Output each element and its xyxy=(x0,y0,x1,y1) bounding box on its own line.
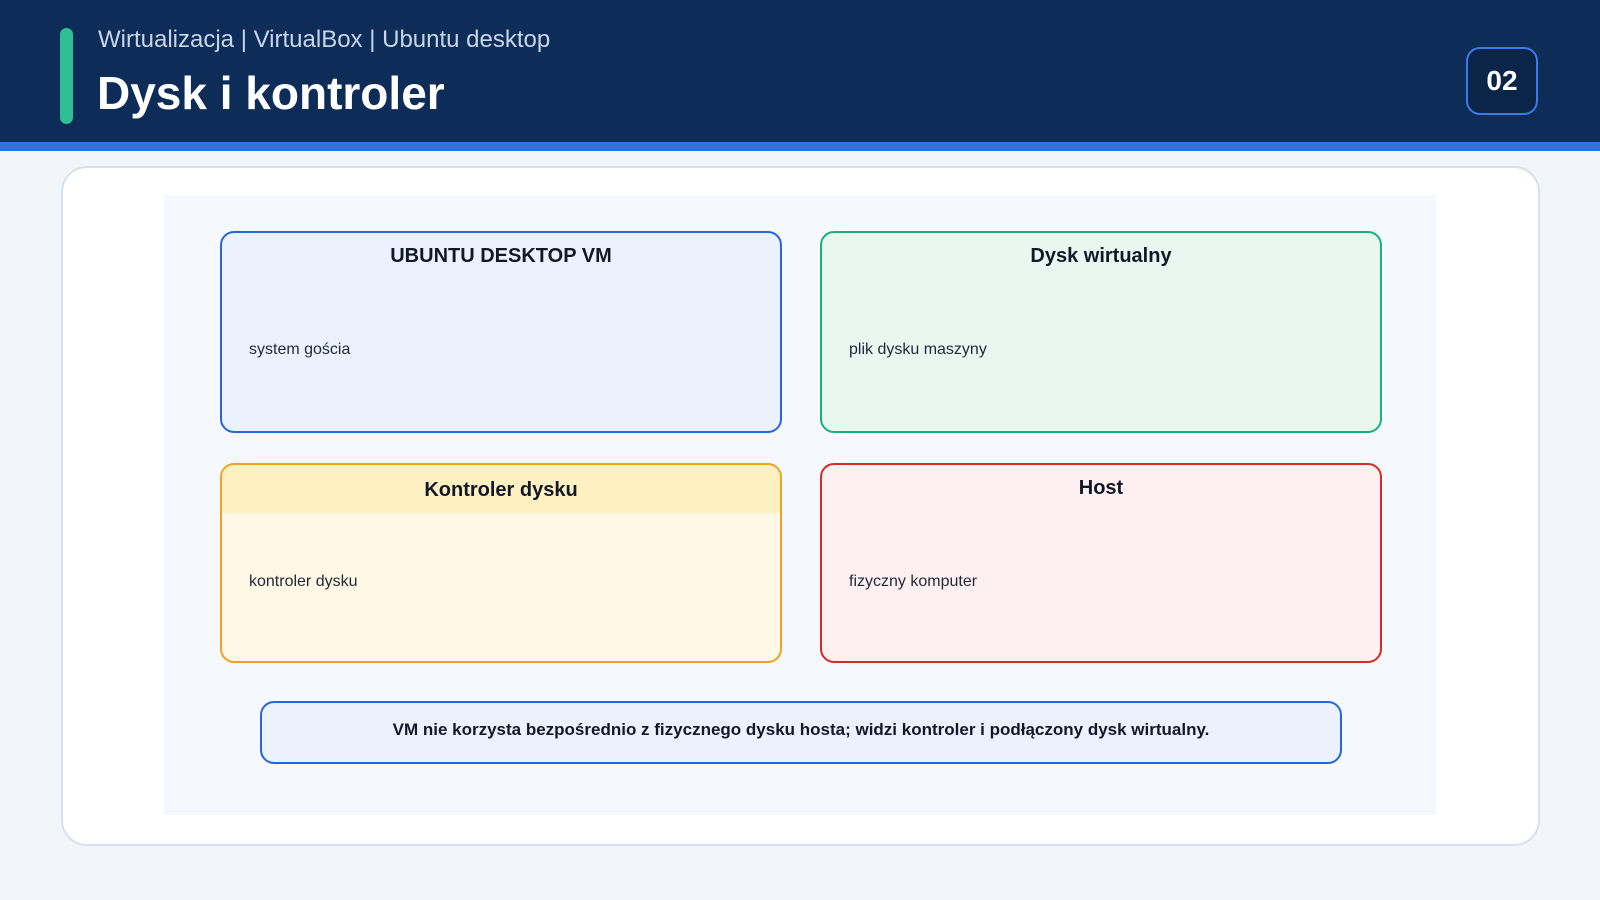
box-host-text: fizyczny komputer xyxy=(849,573,978,590)
box-disk-controller-header xyxy=(222,465,780,513)
header-rule xyxy=(0,142,1600,151)
box-host-title: Host xyxy=(1078,477,1124,499)
box-disk-controller-title: Kontroler dysku xyxy=(424,479,578,501)
box-virtual-disk-text: plik dysku maszyny xyxy=(849,341,987,358)
box-disk-controller: Kontroler dysku kontroler dysku xyxy=(220,463,782,663)
box-disk-controller-text: kontroler dysku xyxy=(249,573,358,590)
header-accent-bar xyxy=(60,28,73,124)
page-number-badge: 02 xyxy=(1466,47,1538,115)
slide-title: Dysk i kontroler xyxy=(97,67,445,119)
diagram-note: VM nie korzysta bezpośrednio z fizyczneg… xyxy=(260,701,1342,764)
box-ubuntu-vm: UBUNTU DESKTOP VM system gościa xyxy=(220,231,782,433)
box-virtual-disk-title: Dysk wirtualny xyxy=(1030,245,1172,267)
box-virtual-disk: Dysk wirtualny plik dysku maszyny xyxy=(820,231,1382,433)
slide-header xyxy=(0,0,1600,142)
box-ubuntu-vm-text: system gościa xyxy=(249,341,351,358)
box-ubuntu-vm-title: UBUNTU DESKTOP VM xyxy=(390,245,612,267)
box-host: Host fizyczny komputer xyxy=(820,463,1382,663)
slide-subtitle: Wirtualizacja | VirtualBox | Ubuntu desk… xyxy=(98,26,551,53)
